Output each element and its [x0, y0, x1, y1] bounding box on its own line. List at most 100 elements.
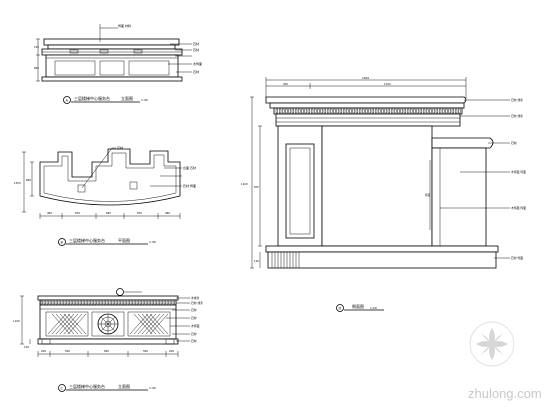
dentil-block	[61, 300, 64, 305]
drawing-c-view: 立面图	[118, 383, 130, 389]
dentil-block	[46, 300, 49, 305]
drawing-d-callout-6: 石材 饰面	[511, 256, 523, 260]
dentil-block	[79, 300, 82, 305]
dentil-block	[333, 108, 336, 114]
dentil-block	[115, 300, 118, 305]
drawing-c-callout-3: 石材	[191, 308, 197, 312]
dentil-block	[432, 108, 435, 114]
drawing-b-dim-bottom-5: 460	[165, 211, 170, 215]
dentil-block	[112, 300, 115, 305]
drawing-c-dim-bottom-1: 200	[41, 349, 46, 353]
dentil-block	[371, 108, 375, 114]
dentil-block	[100, 300, 103, 305]
dentil-block	[397, 108, 400, 114]
dentil-block	[163, 300, 166, 305]
dentil-block	[390, 108, 394, 114]
drawing-d-callout-4: 木饰面 饰面	[511, 170, 526, 174]
drawing-a-dim-left-2: 800	[34, 66, 39, 70]
dentil-block	[282, 108, 285, 114]
dentil-block	[442, 108, 445, 114]
drawing-c-dim-bottom-2: 500	[65, 349, 70, 353]
drawing-a-title: 三层楼梯中心服务台	[74, 95, 110, 101]
drawing-a-callout-3: 石材	[193, 47, 199, 52]
dentil-block	[304, 108, 307, 114]
dentil-block	[317, 108, 320, 114]
dentil-block	[275, 108, 279, 114]
drawing-b-callout-2: 台面 石材	[183, 165, 196, 170]
drawing-b-view: 平面图	[118, 237, 130, 243]
dentil-block	[67, 300, 70, 305]
dentil-block	[323, 108, 327, 114]
drawing-a-callout-2: 石材	[193, 41, 199, 46]
dentil-block	[70, 300, 73, 305]
drawing-b-dim-bottom-3: 650	[106, 211, 111, 215]
drawing-b-dim-left-1: 1550	[14, 181, 21, 185]
drawing-c-dim-left-2: 120	[24, 345, 29, 349]
drawing-d-center-mark: 饰面	[425, 193, 431, 197]
drawing-d-side-view	[250, 77, 510, 312]
dentil-block	[384, 108, 387, 114]
drawing-c-dim-bottom-5: 200	[169, 349, 174, 353]
drawing-c-callout-7: 石材	[191, 339, 197, 343]
drawing-d-overall-width: 1400	[362, 76, 369, 80]
dentil-block	[400, 108, 403, 114]
dentil-block	[285, 108, 288, 114]
drawing-c-elevation	[20, 288, 190, 392]
dentil-block	[52, 300, 55, 305]
drawing-a-view: 立面图	[121, 95, 133, 101]
dentil-block	[124, 300, 127, 305]
dentil-block	[429, 108, 432, 114]
drawing-d-number: D	[339, 307, 342, 311]
drawing-d-dim-top-2: 1100	[384, 82, 391, 86]
drawing-d-scale: 1:20	[370, 306, 377, 310]
dentil-block	[362, 108, 365, 114]
drawing-d-dim-left-1: 1100	[241, 182, 248, 186]
dentil-block	[127, 300, 130, 305]
drawing-c-title: 三层楼梯中心服务台	[69, 383, 105, 389]
drawing-a-number: A	[66, 99, 69, 103]
drawing-c-callout-4: 石材	[191, 316, 197, 320]
drawing-d-dim-top-1: 300	[283, 82, 288, 86]
drawing-b-dim-bottom-4: 870	[137, 211, 142, 215]
drawing-a-elevation	[36, 24, 192, 104]
dentil-block	[394, 108, 397, 114]
watermark-logo-icon	[469, 321, 515, 367]
dentil-block	[448, 108, 451, 114]
drawing-a-callout-4: 木饰面	[193, 61, 202, 66]
dentil-block	[374, 108, 378, 114]
dentil-block	[355, 108, 359, 114]
dentil-block	[349, 108, 352, 114]
drawing-a-callout-1: 饰面 材料	[118, 23, 131, 28]
dentil-block	[172, 300, 175, 305]
dentil-block	[365, 108, 368, 114]
dentil-block	[166, 300, 169, 305]
dentil-block	[403, 108, 407, 114]
dentil-block	[416, 108, 419, 114]
drawing-b-title: 三层楼梯中心服务台	[69, 237, 105, 243]
dentil-block	[49, 300, 52, 305]
dentil-block	[91, 300, 94, 305]
drawing-c-dim-bottom-4: 500	[143, 349, 148, 353]
dentil-block	[43, 300, 46, 305]
drawing-b-dim-bottom-1: 460	[47, 211, 52, 215]
dentil-block	[157, 300, 160, 305]
dentil-block	[136, 300, 139, 305]
dentil-block	[298, 108, 301, 114]
drawing-d-callout-3: 石材	[511, 141, 517, 145]
dentil-block	[133, 300, 136, 305]
drawing-d-callout-5: 木饰面 饰面	[511, 206, 526, 210]
dentil-block	[85, 300, 88, 305]
drawing-a-scale: 1:40	[141, 98, 148, 102]
dentil-block	[310, 108, 314, 114]
dentil-block	[130, 300, 133, 305]
dentil-block	[458, 108, 461, 114]
dentil-block	[106, 300, 109, 305]
drawing-c-callout-6: 石材	[191, 332, 197, 336]
dentil-block	[326, 108, 330, 114]
dentil-block	[413, 108, 416, 114]
dentil-block	[435, 108, 439, 114]
drawing-c-callout-1: 木线条	[191, 296, 200, 300]
dentil-block	[342, 108, 346, 114]
drawing-b-scale: 1:40	[149, 240, 156, 244]
dentil-block	[410, 108, 413, 114]
